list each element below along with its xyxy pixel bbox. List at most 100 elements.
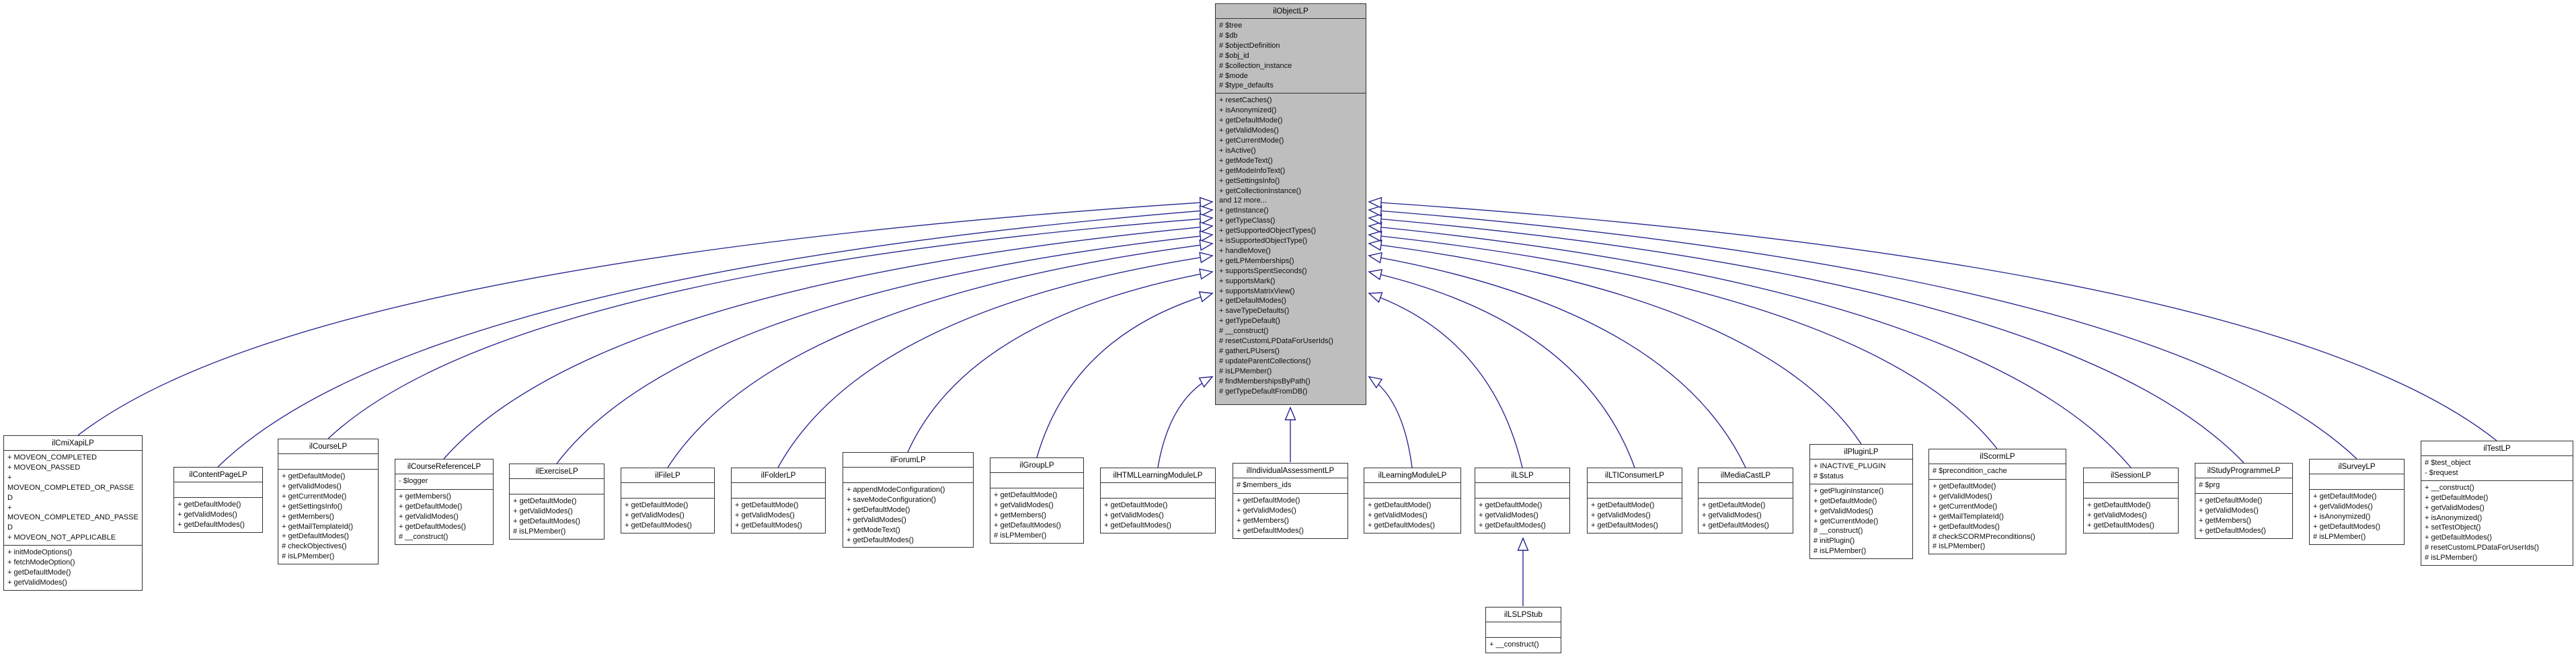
- class-methods: + getDefaultMode()+ getValidModes()+ get…: [510, 494, 604, 539]
- class-node-ilSurveyLP[interactable]: ilSurveyLP + getDefaultMode()+ getValidM…: [2309, 459, 2405, 545]
- class-name: ilContentPageLP: [189, 471, 247, 479]
- class-attributes: # $precondition_cache: [1929, 464, 2066, 479]
- class-node-ilObjectLP[interactable]: ilObjectLP # $tree# $db# $objectDefiniti…: [1215, 3, 1366, 405]
- class-attributes: # $prg: [2195, 478, 2292, 493]
- class-attributes: [174, 482, 262, 497]
- class-name: ilFolderLP: [760, 472, 796, 480]
- class-methods: + initModeOptions()+ fetchModeOption()+ …: [4, 545, 142, 590]
- class-methods: + getDefaultMode()+ getValidModes()+ get…: [278, 469, 378, 564]
- edge-ilExerciseLP: [556, 235, 1212, 464]
- class-attributes: + INACTIVE_PLUGIN# $status: [1810, 459, 1912, 484]
- class-attributes: [1364, 482, 1460, 498]
- class-methods: + getDefaultMode()+ getValidModes()+ get…: [174, 497, 262, 532]
- class-name: ilFileLP: [655, 472, 680, 480]
- class-attributes: [1699, 482, 1793, 498]
- class-attributes: [278, 453, 378, 469]
- class-name: ilLSLP: [1511, 472, 1534, 480]
- class-methods: + getDefaultMode()+ getValidModes()+ get…: [1475, 498, 1569, 533]
- class-name: ilHTMLLearningModuleLP: [1113, 472, 1203, 480]
- class-methods: + __construct(): [1486, 637, 1561, 653]
- class-node-ilFolderLP[interactable]: ilFolderLP + getDefaultMode()+ getValidM…: [731, 468, 826, 534]
- edge-ilSurveyLP: [1369, 210, 2357, 459]
- edge-ilFolderLP: [777, 256, 1212, 468]
- class-name: ilLSLPStub: [1504, 611, 1543, 619]
- class-name: ilSurveyLP: [2338, 463, 2376, 471]
- class-node-ilIndividualAssessmentLP[interactable]: ilIndividualAssessmentLP # $members_ids …: [1233, 463, 1348, 539]
- edge-ilMediaCastLP: [1369, 256, 1746, 468]
- class-attributes: + MOVEON_COMPLETED+ MOVEON_PASSED+ MOVEO…: [4, 450, 142, 545]
- class-node-ilFileLP[interactable]: ilFileLP + getDefaultMode()+ getValidMod…: [621, 468, 715, 534]
- class-node-ilStudyProgrammeLP[interactable]: ilStudyProgrammeLP # $prg + getDefaultMo…: [2195, 463, 2293, 539]
- edge-ilLSLP: [1369, 293, 1523, 468]
- class-name: ilCourseLP: [309, 443, 348, 451]
- class-node-ilForumLP[interactable]: ilForumLP + appendModeConfiguration()+ s…: [843, 452, 974, 548]
- class-methods: + getDefaultMode()+ getValidModes()+ isA…: [2310, 489, 2404, 544]
- class-name: ilStudyProgrammeLP: [2207, 467, 2281, 475]
- class-methods: + getDefaultMode()+ getValidModes()+ get…: [1699, 498, 1793, 533]
- class-methods: + getPluginInstance()+ getDefaultMode()+…: [1810, 483, 1912, 558]
- class-node-ilHTMLLearningModuleLP[interactable]: ilHTMLLearningModuleLP + getDefaultMode(…: [1100, 468, 1216, 534]
- class-name: ilIndividualAssessmentLP: [1246, 467, 1335, 475]
- class-node-ilLSLPStub[interactable]: ilLSLPStub + __construct(): [1485, 607, 1561, 653]
- class-attributes: [990, 472, 1083, 488]
- class-methods: + getDefaultMode()+ getValidModes()+ get…: [732, 498, 825, 533]
- class-attributes: [621, 482, 714, 498]
- class-attributes: [1486, 622, 1561, 637]
- class-attributes: [1101, 482, 1215, 498]
- class-attributes: [2310, 474, 2404, 489]
- class-name: ilCourseReferenceLP: [407, 463, 481, 471]
- class-node-ilMediaCastLP[interactable]: ilMediaCastLP + getDefaultMode()+ getVal…: [1698, 468, 1793, 534]
- edge-ilCourseReferenceLP: [443, 226, 1212, 459]
- class-attributes: [2084, 482, 2178, 498]
- class-node-ilLearningModuleLP[interactable]: ilLearningModuleLP + getDefaultMode()+ g…: [1364, 468, 1461, 534]
- class-attributes: # $tree# $db# $objectDefinition# $obj_id…: [1216, 18, 1366, 93]
- class-methods: + getDefaultMode()+ getValidModes()+ get…: [990, 488, 1083, 543]
- class-name: ilLTIConsumerLP: [1605, 472, 1664, 480]
- class-node-ilExerciseLP[interactable]: ilExerciseLP + getDefaultMode()+ getVali…: [509, 464, 604, 540]
- edge-ilSessionLP: [1369, 226, 2132, 468]
- class-node-ilCmiXapiLP[interactable]: ilCmiXapiLP + MOVEON_COMPLETED+ MOVEON_P…: [3, 435, 143, 591]
- class-name: ilMediaCastLP: [1720, 472, 1771, 480]
- class-node-ilScormLP[interactable]: ilScormLP # $precondition_cache + getDef…: [1928, 449, 2066, 555]
- class-methods: + getDefaultMode()+ getValidModes()+ get…: [1929, 479, 2066, 554]
- class-name: ilSessionLP: [2110, 472, 2152, 480]
- edge-ilHTMLLearningModuleLP: [1157, 377, 1212, 468]
- class-name: ilCmiXapiLP: [52, 439, 94, 447]
- class-methods: + getDefaultMode()+ getValidModes()+ get…: [1101, 498, 1215, 533]
- class-attributes: # $test_object- $request: [2421, 455, 2573, 480]
- class-methods: + getDefaultMode()+ getValidModes()+ get…: [1588, 498, 1682, 533]
- class-attributes: [1588, 482, 1682, 498]
- class-attributes: [732, 482, 825, 498]
- edge-ilPluginLP: [1369, 244, 1862, 445]
- class-methods: + getDefaultMode()+ getValidModes()+ get…: [621, 498, 714, 533]
- class-attributes: - $logger: [395, 474, 493, 489]
- edge-ilStudyProgrammeLP: [1369, 218, 2245, 464]
- class-name: ilLearningModuleLP: [1378, 472, 1447, 480]
- class-methods: + getDefaultMode()+ getValidModes()+ get…: [1364, 498, 1460, 533]
- class-name: ilGroupLP: [1019, 462, 1054, 470]
- class-node-ilPluginLP[interactable]: ilPluginLP + INACTIVE_PLUGIN# $status + …: [1809, 444, 1913, 560]
- class-name: ilScormLP: [1980, 453, 2015, 461]
- class-node-ilSessionLP[interactable]: ilSessionLP + getDefaultMode()+ getValid…: [2083, 468, 2179, 534]
- class-node-ilGroupLP[interactable]: ilGroupLP + getDefaultMode()+ getValidMo…: [990, 457, 1084, 544]
- class-node-ilLSLP[interactable]: ilLSLP + getDefaultMode()+ getValidModes…: [1475, 468, 1570, 534]
- class-node-ilLTIConsumerLP[interactable]: ilLTIConsumerLP + getDefaultMode()+ getV…: [1587, 468, 1682, 534]
- edge-ilTestLP: [1369, 202, 2497, 441]
- edge-ilCmiXapiLP: [77, 202, 1212, 436]
- class-methods: + getDefaultMode()+ getValidModes()+ get…: [2084, 498, 2178, 533]
- class-node-ilTestLP[interactable]: ilTestLP # $test_object- $request + __co…: [2421, 441, 2573, 566]
- edge-ilCourseLP: [327, 218, 1212, 439]
- class-attributes: [510, 478, 604, 494]
- class-name: ilExerciseLP: [535, 468, 578, 476]
- class-node-ilContentPageLP[interactable]: ilContentPageLP + getDefaultMode()+ getV…: [173, 467, 263, 533]
- class-attributes: [843, 467, 973, 482]
- class-node-ilCourseLP[interactable]: ilCourseLP + getDefaultMode()+ getValidM…: [278, 439, 379, 565]
- class-node-ilCourseReferenceLP[interactable]: ilCourseReferenceLP - $logger + getMembe…: [395, 459, 494, 545]
- class-methods: + resetCaches()+ isAnonymized()+ getDefa…: [1216, 93, 1366, 398]
- class-methods: + getDefaultMode()+ getValidModes()+ get…: [1233, 493, 1348, 538]
- class-methods: + getDefaultMode()+ getValidModes()+ get…: [2195, 493, 2292, 538]
- class-name: ilTestLP: [2483, 445, 2511, 453]
- edge-ilLTIConsumerLP: [1369, 272, 1635, 468]
